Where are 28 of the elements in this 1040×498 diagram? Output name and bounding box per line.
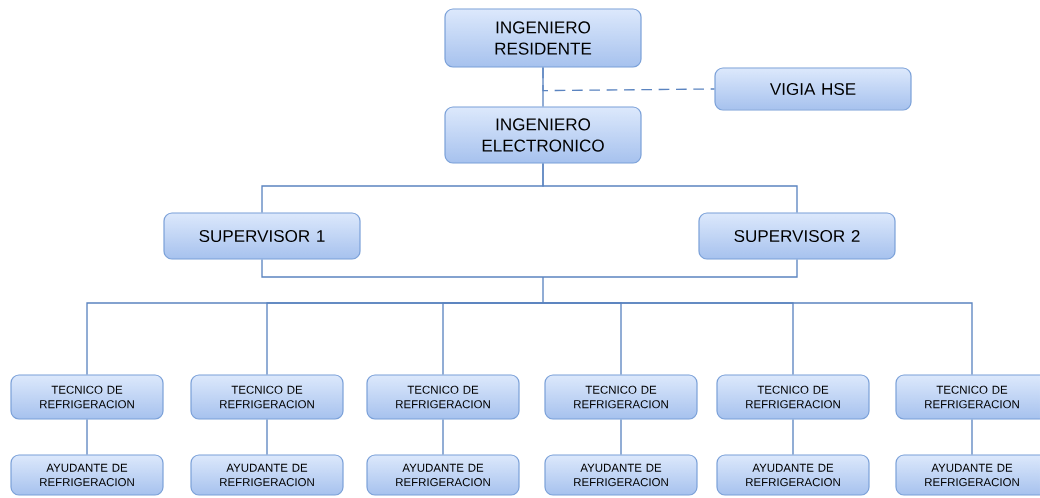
connector-line <box>266 418 268 456</box>
org-box: AYUDANTE DE REFRIGERACION <box>10 454 164 496</box>
org-box: SUPERVISOR 2 <box>698 212 896 260</box>
org-box: INGENIERO ELECTRONICO <box>444 106 642 164</box>
org-box: TECNICO DE REFRIGERACION <box>366 374 520 420</box>
connector-line <box>620 418 622 456</box>
connector-line <box>971 418 973 456</box>
org-box: SUPERVISOR 1 <box>163 212 361 260</box>
org-box: AYUDANTE DE REFRIGERACION <box>716 454 870 496</box>
org-box: TECNICO DE REFRIGERACION <box>10 374 164 420</box>
org-box: AYUDANTE DE REFRIGERACION <box>366 454 520 496</box>
connector-line <box>542 66 716 92</box>
org-box: AYUDANTE DE REFRIGERACION <box>544 454 698 496</box>
org-box: AYUDANTE DE REFRIGERACION <box>895 454 1040 496</box>
connector-line <box>261 258 798 304</box>
connector-line <box>86 418 88 456</box>
connector-line <box>542 162 798 214</box>
connector-line <box>542 302 973 376</box>
org-box: TECNICO DE REFRIGERACION <box>190 374 344 420</box>
connector-line <box>442 302 544 376</box>
org-box: VIGIA HSE <box>714 67 912 111</box>
org-box: INGENIERO RESIDENTE <box>444 8 642 68</box>
org-box: TECNICO DE REFRIGERACION <box>544 374 698 420</box>
connector-line <box>792 418 794 456</box>
org-box: AYUDANTE DE REFRIGERACION <box>190 454 344 496</box>
org-box: TECNICO DE REFRIGERACION <box>716 374 870 420</box>
connector-line <box>442 418 444 456</box>
org-box: TECNICO DE REFRIGERACION <box>895 374 1040 420</box>
